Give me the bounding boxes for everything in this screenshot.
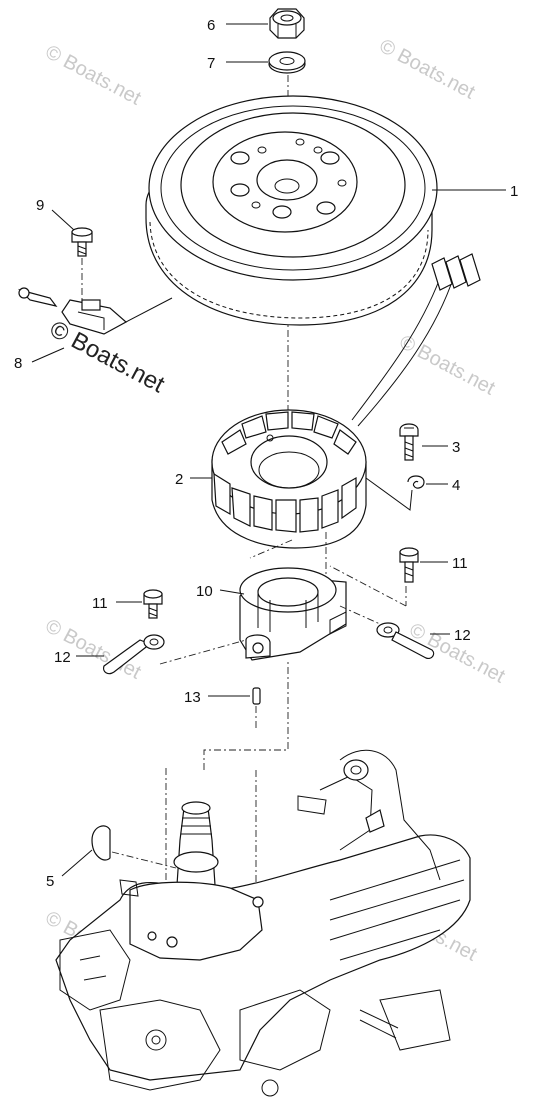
callout-7: 7 bbox=[207, 55, 215, 72]
callout-12-right: 12 bbox=[454, 627, 471, 644]
watermark-mid-right: © Boats.net bbox=[396, 331, 499, 400]
callout-6: 6 bbox=[207, 17, 215, 34]
bolt-part-9 bbox=[71, 227, 93, 300]
callout-12-left: 12 bbox=[54, 649, 71, 666]
stator-wire-harness bbox=[351, 253, 481, 427]
bolt-part-11-right bbox=[329, 547, 419, 607]
screw-part-3 bbox=[399, 423, 419, 461]
base-plate-part-10 bbox=[239, 567, 347, 661]
callout-5: 5 bbox=[46, 873, 54, 890]
clip-part-4 bbox=[365, 475, 425, 511]
callout-4: 4 bbox=[452, 477, 460, 494]
watermark-top-right: © Boats.net bbox=[376, 35, 479, 104]
callout-11-left: 11 bbox=[92, 595, 108, 612]
washer-part-7 bbox=[268, 51, 306, 74]
callout-1: 1 bbox=[510, 183, 518, 200]
callout-9: 9 bbox=[36, 197, 44, 214]
terminal-part-12-right bbox=[339, 605, 435, 659]
flywheel-part-1 bbox=[145, 95, 438, 326]
woodruff-key-part-5 bbox=[91, 825, 177, 869]
nut-part-6 bbox=[269, 8, 305, 39]
terminal-part-12-left bbox=[103, 634, 247, 675]
callout-8: 8 bbox=[14, 355, 22, 372]
callout-3: 3 bbox=[452, 439, 460, 456]
callout-11-right: 11 bbox=[452, 555, 468, 572]
callout-13: 13 bbox=[184, 689, 201, 706]
assembly-line-center bbox=[203, 660, 289, 770]
bolt-part-11-left bbox=[143, 589, 163, 619]
sensor-part-8 bbox=[17, 287, 173, 335]
crankcase-assembly bbox=[55, 749, 471, 1097]
stator-part-2 bbox=[211, 409, 367, 606]
callout-2: 2 bbox=[175, 471, 183, 488]
pin-part-13 bbox=[252, 687, 261, 730]
callout-10: 10 bbox=[196, 583, 213, 600]
leader-lines bbox=[31, 23, 506, 877]
watermark-top-left: © Boats.net bbox=[42, 41, 145, 110]
